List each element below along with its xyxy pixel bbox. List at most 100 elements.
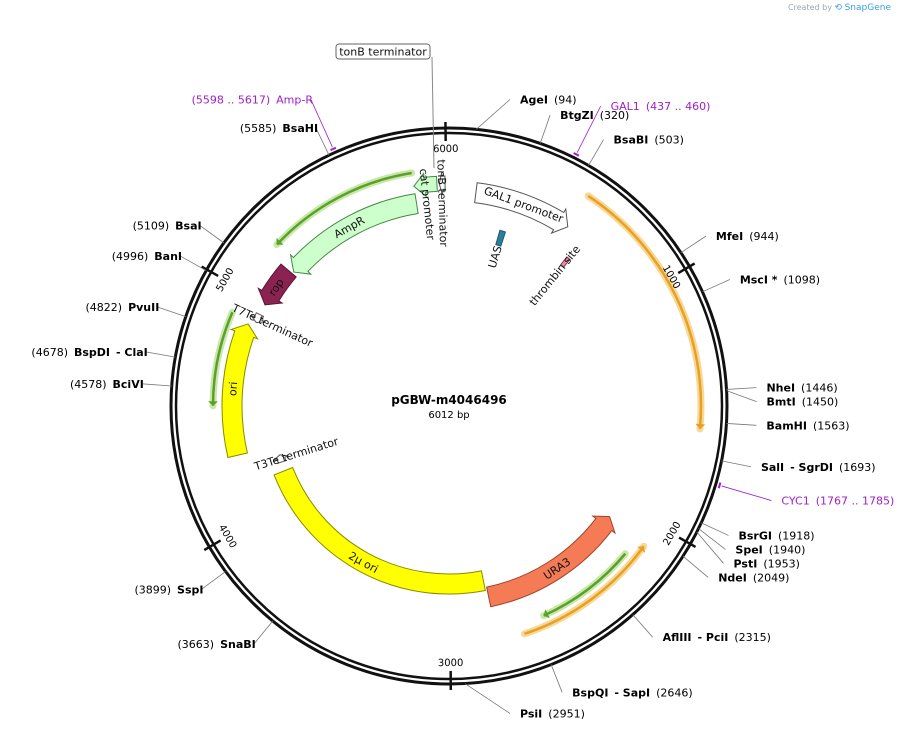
site-afliii[interactable]: AflIII- PciI(2315) — [633, 615, 771, 645]
site-label-bsrgi: BsrGI (1918) — [738, 529, 814, 542]
feature-shape-ampr — [291, 194, 419, 274]
feature-cat-promoter: cat promoter — [414, 168, 438, 241]
plasmid-size: 6012 bp — [428, 410, 469, 421]
site-label-agei: AgeI(94) — [520, 93, 577, 106]
feature-ampr: AmpR — [291, 194, 419, 274]
site-pos-bspdi: (4678) — [31, 346, 68, 359]
site-leader-ndei — [683, 556, 708, 577]
site-pos-sali: (1693) — [839, 461, 876, 474]
tick-label-4000: 4000 — [216, 523, 238, 551]
orf-arc-0 — [588, 196, 701, 429]
feature-shape-uas — [496, 230, 506, 246]
site-pvuii[interactable]: (4822)PvuII — [86, 301, 186, 317]
site-label-bsabi: BsaBI (503) — [614, 134, 684, 147]
site-leader-sali — [722, 461, 751, 467]
site-label-bmti: BmtI(1450) — [767, 396, 839, 409]
site-name-sspi: SspI — [177, 583, 203, 596]
site-bsabi[interactable]: BsaBI (503) — [589, 134, 684, 166]
site-pos-msci: (1098) — [784, 273, 821, 286]
site-name-bsai: BsaI — [175, 219, 201, 232]
site-nhei[interactable]: NheI(1446) — [727, 382, 838, 395]
site-psii[interactable]: PsiI (2951) — [465, 684, 585, 721]
site-pos-bspqi: (2646) — [656, 686, 693, 699]
misc-mark-gal1 — [574, 153, 579, 156]
site-name2-bspqi: - SapI — [614, 686, 650, 699]
feature-label-thrombin-site: thrombin site — [527, 243, 583, 308]
site-bamhi[interactable]: BamHI(1563) — [726, 419, 849, 432]
site-bsahi[interactable]: (5585)BsaHI — [240, 122, 329, 155]
site-pos-mfei: (944) — [749, 230, 779, 243]
site-pos-bsai: (5109) — [133, 219, 170, 232]
site-name-bsabi: BsaBI — [614, 134, 649, 147]
feature-ori: ori — [222, 324, 257, 458]
site-bspdi[interactable]: (4678)BspDI- ClaI — [31, 346, 175, 359]
site-leader-snabi — [254, 621, 273, 644]
misc-leader-cyc1 — [722, 486, 772, 501]
misc-range-gal1: (437 .. 460) — [646, 100, 711, 113]
misc-mark-amp-r — [330, 148, 335, 150]
feature-label-ori: ori — [226, 381, 240, 396]
site-leader-bsai — [200, 225, 224, 243]
site-leader-pvuii — [157, 307, 185, 317]
site-label-pvuii: (4822)PvuII — [86, 301, 160, 314]
site-leader-bcivi — [142, 384, 172, 386]
site-pos-psii: (2951) — [548, 707, 585, 720]
site-snabi[interactable]: (3663)SnaBI — [178, 621, 273, 651]
site-pos-bsabi: (503) — [654, 134, 684, 147]
misc-range-amp-r: (5598 .. 5617) — [192, 94, 271, 107]
credit-prefix: Created by — [788, 3, 832, 12]
site-leader-bmti — [727, 391, 757, 402]
site-pos-psti: (1953) — [763, 557, 800, 570]
site-label-nhei: NheI(1446) — [766, 382, 837, 395]
feature-label-uas: UAS — [486, 244, 505, 269]
site-bcivi[interactable]: (4578)BciVI — [70, 378, 172, 391]
site-mfei[interactable]: MfeI (944) — [681, 230, 779, 253]
misc-feature-gal1: GAL1(437 .. 460) — [574, 100, 711, 156]
site-leader-msci — [702, 279, 729, 291]
site-leader-bani — [180, 256, 206, 271]
site-bsai[interactable]: (5109) BsaI — [133, 219, 224, 243]
site-sspi[interactable]: (3899) SspI — [134, 571, 225, 596]
site-pos-bsrgi: (1918) — [778, 529, 815, 542]
site-label-bspdi: (4678)BspDI- ClaI — [31, 346, 147, 359]
feature-rop: rop — [258, 264, 296, 305]
site-pos-bsahi: (5585) — [240, 122, 277, 135]
site-label-snabi: (3663)SnaBI — [178, 638, 256, 651]
site-name-ndei: NdeI — [718, 571, 747, 584]
site-pos-sspi: (3899) — [134, 583, 171, 596]
site-name-bspdi: BspDI — [74, 346, 110, 359]
site-label-spei: SpeI(1940) — [735, 543, 805, 556]
site-bspqi[interactable]: BspQI- SapI(2646) — [551, 665, 693, 700]
site-name-psti: PstI — [734, 557, 758, 570]
site-leader-mfei — [681, 236, 706, 253]
misc-mark-cyc1 — [719, 483, 721, 489]
site-label-afliii: AflIII- PciI(2315) — [663, 631, 771, 644]
feature-gal1-promoter: GAL1 promoter — [475, 183, 568, 233]
site-bani[interactable]: (4996)BanI — [112, 250, 207, 271]
misc-label-gal1: GAL1(437 .. 460) — [611, 100, 711, 113]
site-pos-pvuii: (4822) — [86, 301, 123, 314]
site-label-bcivi: (4578)BciVI — [70, 378, 144, 391]
site-name2-afliii: - PciI — [698, 631, 729, 644]
site-name-bsrgi: BsrGI — [738, 529, 771, 542]
site-name-nhei: NheI — [766, 382, 795, 395]
site-msci[interactable]: MscI *(1098) — [702, 273, 820, 291]
site-name2-sali: - SgrDI — [790, 461, 833, 474]
site-leader-psti — [697, 532, 724, 563]
site-name-afliii: AflIII — [663, 631, 692, 644]
feature-thrombin-site: thrombin site — [527, 243, 583, 308]
site-name-psii: PsiI — [520, 707, 542, 720]
site-label-bsahi: (5585)BsaHI — [240, 122, 318, 135]
feature-uas: UAS — [486, 230, 506, 269]
site-label-sspi: (3899) SspI — [134, 583, 203, 596]
misc-name-cyc1: CYC1 — [781, 495, 809, 508]
site-name-spei: SpeI — [735, 543, 762, 556]
site-sali[interactable]: SalI- SgrDI(1693) — [722, 461, 876, 474]
site-pos-ndei: (2049) — [753, 571, 790, 584]
misc-label-amp-r: (5598 .. 5617)Amp-R — [192, 94, 314, 107]
site-pos-bani: (4996) — [112, 250, 149, 263]
site-name-mfei: MfeI — [716, 230, 743, 243]
misc-label-cyc1: CYC1(1767 .. 1785) — [781, 495, 894, 508]
site-bsrgi[interactable]: BsrGI (1918) — [701, 523, 814, 543]
